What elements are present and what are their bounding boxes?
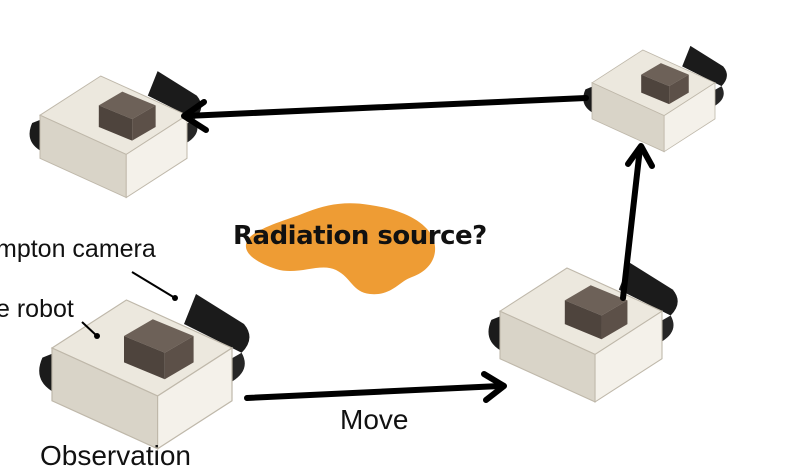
robot-callout-line <box>81 321 98 337</box>
camera-callout-dot <box>172 295 178 301</box>
camera-callout-line <box>131 271 176 299</box>
observation-label: Observation <box>40 440 191 471</box>
robot-callout-dot <box>94 333 100 339</box>
arrow-up-right <box>620 143 655 301</box>
robot-top-right <box>582 45 728 153</box>
robot-bottom-right <box>487 262 679 403</box>
compton-camera-label: mpton camera <box>0 235 156 263</box>
robot-observation-diagram <box>29 45 728 450</box>
arrow-move <box>244 371 507 403</box>
move-label: Move <box>340 404 409 435</box>
robot-label: e robot <box>0 295 74 323</box>
radiation-source-label: Radiation source? <box>233 221 487 251</box>
radiation-source-blob <box>245 203 436 295</box>
arrow-top-return <box>181 95 589 133</box>
robot-top-left <box>29 70 202 199</box>
